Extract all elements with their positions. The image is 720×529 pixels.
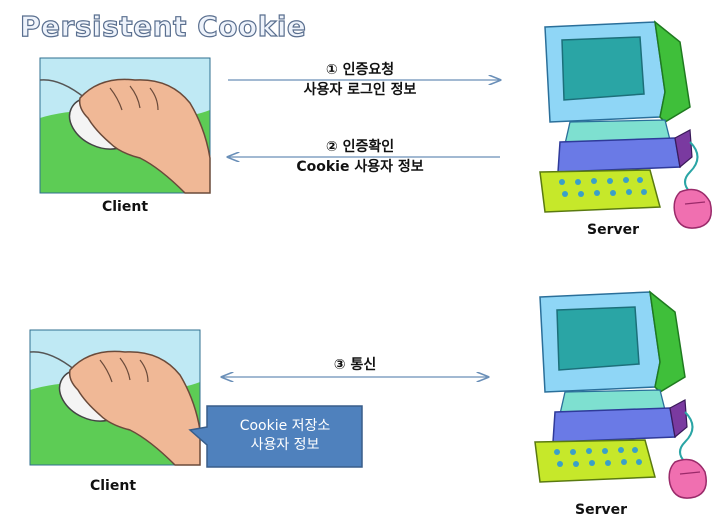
callout-text: Cookie 저장소 사용자 정보 bbox=[209, 417, 361, 455]
request-message: ① 인증요청 사용자 로그인 정보 bbox=[250, 60, 470, 100]
bottom-server-label: Server bbox=[574, 502, 627, 518]
bottom-client-hand-mouse-icon bbox=[29, 329, 201, 466]
request-step-detail: 사용자 로그인 정보 bbox=[303, 82, 417, 98]
communication-step-title: ③ 통신 bbox=[333, 357, 377, 373]
communication-message: ③ 통신 bbox=[250, 355, 460, 375]
callout-line-2: 사용자 정보 bbox=[250, 437, 320, 453]
response-step-title: ② 인증확인 bbox=[325, 139, 395, 155]
bottom-server-computer-icon bbox=[534, 291, 708, 500]
top-server-computer-icon bbox=[539, 21, 713, 230]
top-server-label: Server bbox=[586, 222, 639, 238]
callout-line-1: Cookie 저장소 bbox=[239, 418, 331, 434]
bottom-client-label: Client bbox=[89, 478, 137, 494]
response-message: ② 인증확인 Cookie 사용자 정보 bbox=[250, 137, 470, 177]
cookie-storage-callout bbox=[188, 405, 363, 468]
request-step-title: ① 인증요청 bbox=[325, 62, 395, 78]
response-step-detail: Cookie 사용자 정보 bbox=[296, 159, 424, 175]
top-client-hand-mouse-icon bbox=[39, 57, 211, 194]
page-title: Persistent Cookie bbox=[19, 9, 307, 43]
top-client-label: Client bbox=[101, 199, 149, 215]
